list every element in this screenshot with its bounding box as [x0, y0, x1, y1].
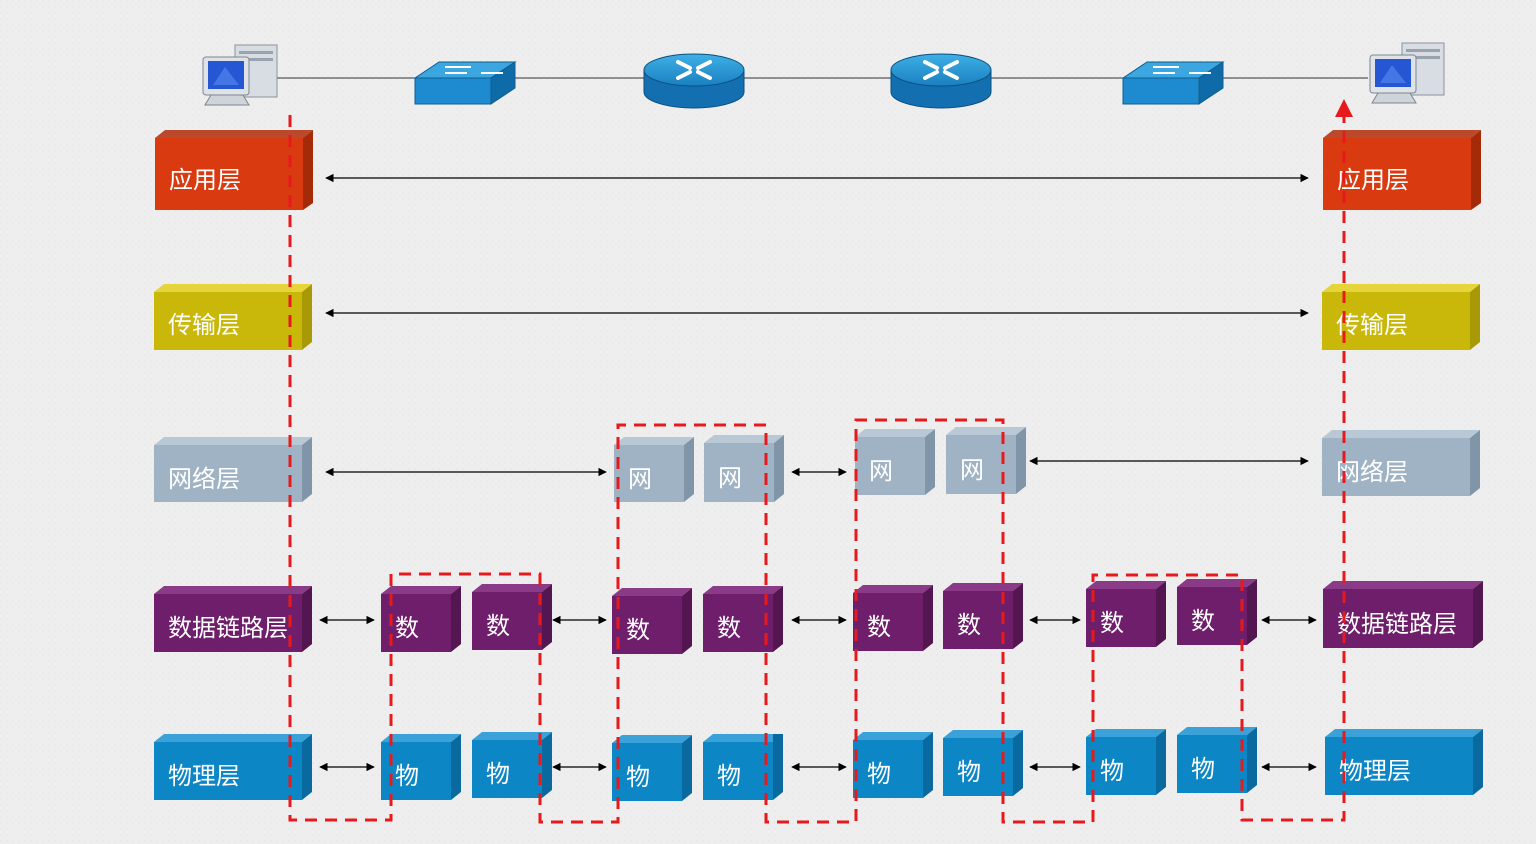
block-label: 物 — [1191, 755, 1215, 783]
block-app: 应用层 — [155, 130, 313, 210]
block-label: 应用层 — [1337, 166, 1409, 194]
block-physical-small: 物 — [1086, 729, 1166, 795]
block-physical-small: 物 — [853, 732, 933, 798]
block-label: 数 — [957, 611, 981, 639]
block-label: 数 — [717, 614, 741, 642]
block-label: 物理层 — [168, 762, 240, 790]
block-label: 数 — [626, 616, 650, 644]
block-datalink-small: 数 — [381, 586, 461, 652]
block-label: 数 — [1100, 609, 1124, 637]
block-label: 数据链路层 — [168, 614, 288, 642]
block-physical-small: 物 — [612, 735, 692, 801]
block-label: 数据链路层 — [1337, 610, 1457, 638]
block-datalink-small: 数 — [853, 585, 933, 651]
block-label: 数 — [1191, 607, 1215, 635]
block-network: 网络层 — [154, 437, 312, 502]
block-label: 物 — [957, 758, 981, 786]
block-label: 物 — [395, 762, 419, 790]
block-transport: 传输层 — [1322, 284, 1480, 350]
block-label: 网络层 — [168, 465, 240, 493]
block-label: 物 — [717, 762, 741, 790]
block-label: 物 — [486, 760, 510, 788]
block-label: 数 — [486, 612, 510, 640]
router-icon — [643, 53, 745, 109]
switch-icon — [1121, 61, 1225, 105]
block-datalink: 数据链路层 — [154, 586, 312, 652]
block-network-small: 网 — [614, 437, 694, 502]
block-label: 网 — [628, 465, 652, 493]
block-datalink-small: 数 — [703, 586, 783, 652]
block-datalink-small: 数 — [1177, 579, 1257, 645]
layer-blocks: 应用层 传输层 网络层 数据链路层 物理层 — [154, 130, 1483, 801]
block-label: 物 — [626, 763, 650, 791]
block-datalink-small: 数 — [943, 583, 1023, 649]
block-label: 应用层 — [169, 166, 241, 194]
peer-arrows — [319, 173, 1317, 772]
block-network-small: 网 — [704, 435, 784, 502]
block-label: 物 — [1100, 757, 1124, 785]
block-label: 数 — [395, 614, 419, 642]
block-label: 传输层 — [168, 311, 240, 339]
block-datalink-small: 数 — [472, 584, 552, 650]
router-icon — [890, 53, 992, 109]
block-physical: 物理层 — [1325, 729, 1483, 795]
block-app: 应用层 — [1323, 130, 1481, 210]
block-datalink-small: 数 — [612, 588, 692, 654]
block-network: 网络层 — [1322, 430, 1480, 496]
block-datalink: 数据链路层 — [1323, 581, 1483, 648]
block-network-small: 网 — [946, 427, 1026, 494]
block-physical-small: 物 — [1177, 727, 1257, 793]
block-physical-small: 物 — [943, 730, 1023, 796]
block-physical-small: 物 — [472, 732, 552, 798]
block-label: 网 — [869, 457, 893, 485]
block-physical-small: 物 — [381, 734, 461, 800]
block-label: 网络层 — [1336, 458, 1408, 486]
block-datalink-small: 数 — [1086, 581, 1166, 647]
data-path-dashed — [288, 99, 1353, 824]
computer-icon — [202, 44, 278, 106]
block-label: 数 — [867, 613, 891, 641]
block-transport: 传输层 — [154, 284, 312, 350]
switch-icon — [413, 61, 517, 105]
block-label: 物理层 — [1339, 757, 1411, 785]
block-label: 物 — [867, 760, 891, 788]
block-label: 网 — [960, 456, 984, 484]
block-physical-small: 物 — [703, 734, 783, 800]
block-network-small: 网 — [855, 429, 935, 495]
block-label: 传输层 — [1336, 311, 1408, 339]
block-label: 网 — [718, 464, 742, 492]
computer-icon — [1369, 42, 1445, 104]
block-physical: 物理层 — [154, 734, 312, 800]
